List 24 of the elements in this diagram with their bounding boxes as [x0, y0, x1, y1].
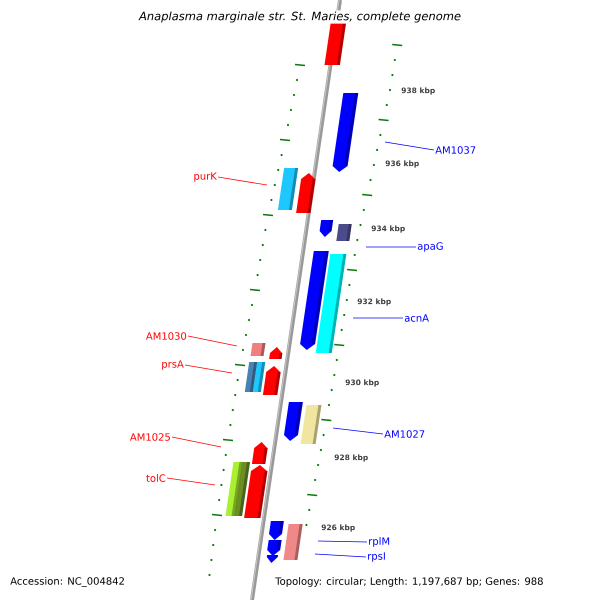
leader-line — [184, 364, 232, 374]
gene-label: rpsI — [368, 552, 385, 562]
accession-text: Accession: NC_004842 — [10, 577, 124, 587]
gene-label: prsA — [162, 360, 184, 370]
gene-label: AM1037 — [435, 146, 476, 154]
gene-label: apaG — [418, 242, 443, 252]
gene-label: tolC — [146, 474, 166, 482]
leader-line — [188, 336, 238, 346]
gene-label: AM1027 — [384, 430, 424, 438]
title: Anaplasma marginale str. St. Maries, complete genome — [138, 10, 462, 24]
leader-line — [384, 142, 434, 150]
leader-line — [218, 176, 268, 186]
leader-line — [318, 540, 368, 542]
gene-label: AM1030 — [146, 332, 186, 340]
gene-label: purK — [194, 172, 218, 182]
leader-line — [332, 428, 384, 434]
gene-label: acnA — [404, 314, 429, 322]
gene-label: rplM — [369, 537, 390, 547]
leader-line — [172, 436, 222, 448]
genome-info-text: Topology: circular; Length: 1,197,687 bp; Genes: 988 — [275, 577, 543, 587]
leader-line — [314, 554, 366, 558]
leader-line — [166, 478, 216, 486]
leader-line — [366, 246, 416, 248]
gene-label: AM1025 — [130, 433, 170, 441]
